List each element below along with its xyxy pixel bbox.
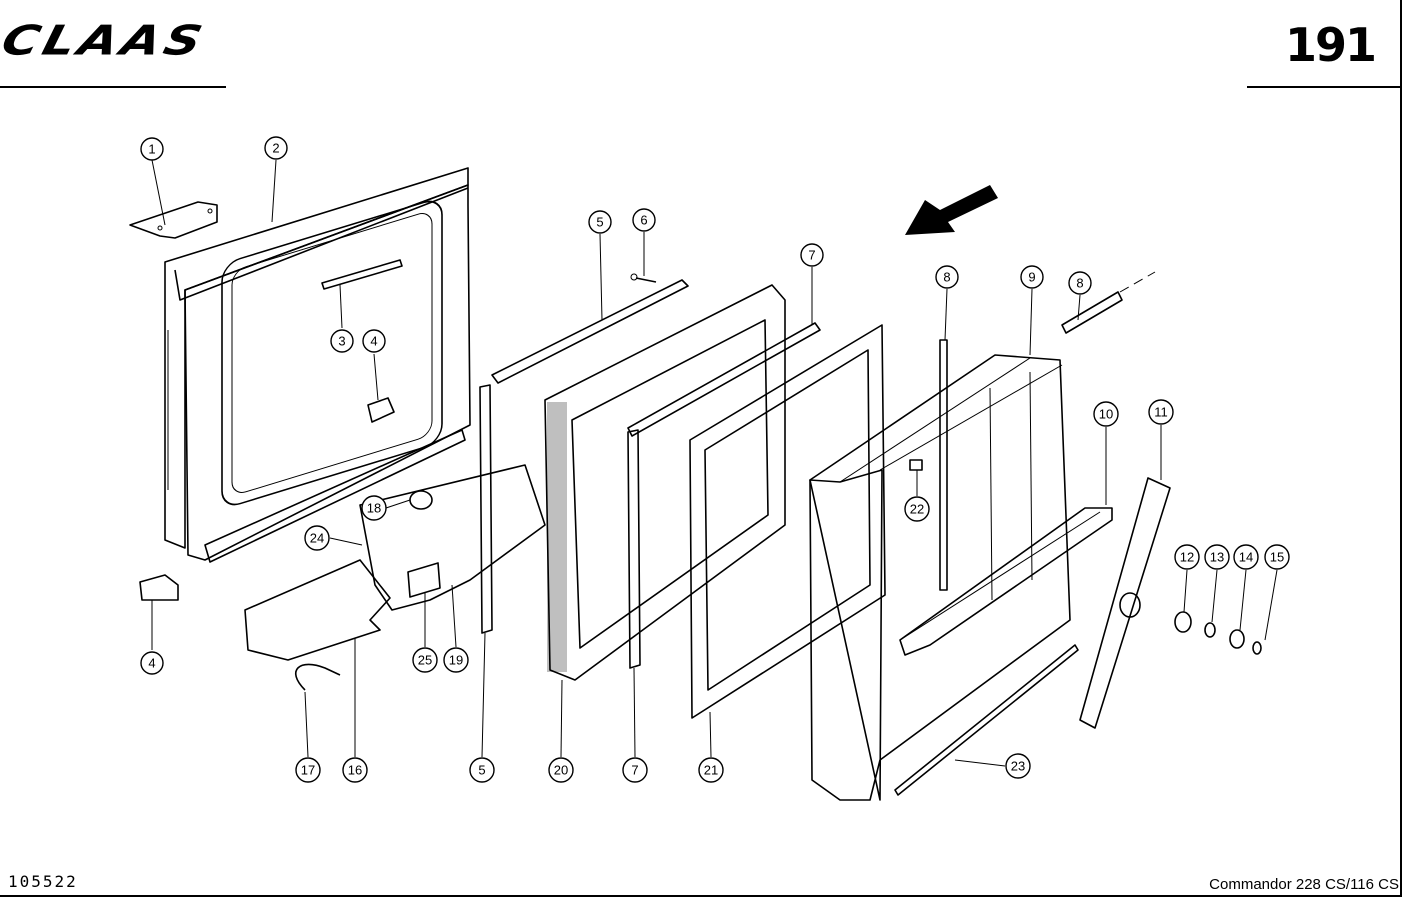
part-10-frame-bar [899, 507, 1113, 656]
callout-4-lower: 4 [140, 651, 164, 675]
svg-text:21: 21 [704, 763, 718, 778]
svg-text:9: 9 [1028, 270, 1035, 285]
part-6-bolt [630, 273, 657, 283]
leader-lines [151, 159, 1278, 767]
part-25-plate [407, 562, 441, 598]
callout-9: 9 [1020, 265, 1044, 289]
callout-5-upper: 5 [588, 210, 612, 234]
callout-7-lower: 7 [622, 757, 648, 783]
part-8-bar-short [1061, 291, 1123, 334]
svg-text:23: 23 [1011, 759, 1025, 774]
svg-text:14: 14 [1239, 550, 1253, 565]
part-16-plate [244, 464, 546, 661]
part-7-strip-vertical [627, 429, 641, 669]
callout-6: 6 [632, 208, 656, 232]
svg-text:5: 5 [478, 763, 485, 778]
callout-13: 13 [1204, 544, 1230, 570]
callout-17: 17 [295, 757, 321, 783]
callout-24: 24 [304, 525, 330, 551]
callout-12: 12 [1174, 544, 1200, 570]
part-17-clip [294, 663, 341, 691]
svg-text:4: 4 [370, 334, 377, 349]
part-22-nut [909, 459, 923, 471]
callout-4-upper: 4 [362, 329, 386, 353]
svg-text:15: 15 [1270, 550, 1284, 565]
part-3-strip [321, 259, 403, 290]
svg-text:25: 25 [418, 653, 432, 668]
callout-1: 1 [140, 137, 164, 161]
callout-14: 14 [1233, 544, 1259, 570]
svg-text:18: 18 [367, 501, 381, 516]
svg-text:17: 17 [301, 763, 315, 778]
callout-21: 21 [698, 757, 724, 783]
part-20-gasket-frame [544, 284, 786, 681]
svg-text:5: 5 [596, 215, 603, 230]
svg-text:24: 24 [310, 531, 324, 546]
part-14-ring [1229, 629, 1245, 649]
part-13-washer [1204, 622, 1216, 638]
svg-text:10: 10 [1099, 407, 1113, 422]
part-4-bracket-upper [367, 397, 395, 423]
page-number: 191 [1284, 18, 1377, 72]
svg-text:13: 13 [1210, 550, 1224, 565]
svg-text:12: 12 [1180, 550, 1194, 565]
part-4-bracket-lower [139, 574, 179, 601]
callout-7-upper: 7 [800, 243, 824, 267]
callout-11: 11 [1148, 399, 1174, 425]
callout-2: 2 [264, 136, 288, 160]
svg-text:1: 1 [148, 142, 155, 157]
svg-text:8: 8 [943, 270, 950, 285]
part-8-bar-vertical [939, 339, 948, 591]
callout-16: 16 [342, 757, 368, 783]
callout-8-vertical: 8 [935, 265, 959, 289]
part-21-flange-frame [689, 324, 886, 719]
part-11-bar [1079, 477, 1171, 729]
model-name: Commandor 228 CS/116 CS [1209, 876, 1399, 893]
part-18-grommet [409, 490, 433, 510]
svg-text:16: 16 [348, 763, 362, 778]
callout-19: 19 [443, 647, 469, 673]
svg-text:8: 8 [1076, 276, 1083, 291]
svg-text:19: 19 [449, 653, 463, 668]
part-23-strip [894, 644, 1079, 796]
header-rule-left [0, 86, 226, 88]
callout-20: 20 [548, 757, 574, 783]
part-7-strip-upper [627, 322, 821, 437]
part-1-bracket [129, 201, 218, 239]
callout-3: 3 [330, 329, 354, 353]
svg-text:7: 7 [631, 763, 638, 778]
drawing-number: 105522 [8, 872, 78, 891]
svg-text:7: 7 [808, 248, 815, 263]
svg-text:6: 6 [640, 213, 647, 228]
part-5-strip-vertical [479, 384, 493, 634]
direction-arrow-icon [905, 185, 998, 235]
svg-text:22: 22 [910, 502, 924, 517]
callout-10: 10 [1093, 401, 1119, 427]
part-2-panel [164, 167, 471, 563]
callout-23: 23 [1005, 753, 1031, 779]
svg-text:4: 4 [148, 656, 155, 671]
callout-18: 18 [361, 495, 387, 521]
part-15-washer [1252, 641, 1262, 655]
header-rule-right [1247, 86, 1402, 88]
svg-text:20: 20 [554, 763, 568, 778]
part-12-nut [1174, 611, 1192, 633]
svg-text:3: 3 [338, 334, 345, 349]
callout-25: 25 [412, 647, 438, 673]
callout-5-lower: 5 [469, 757, 495, 783]
svg-text:2: 2 [272, 141, 279, 156]
callout-15: 15 [1264, 544, 1290, 570]
svg-text:11: 11 [1154, 405, 1168, 420]
callout-22: 22 [904, 496, 930, 522]
callout-8-short: 8 [1068, 271, 1092, 295]
part-5-strip-upper [491, 279, 689, 384]
